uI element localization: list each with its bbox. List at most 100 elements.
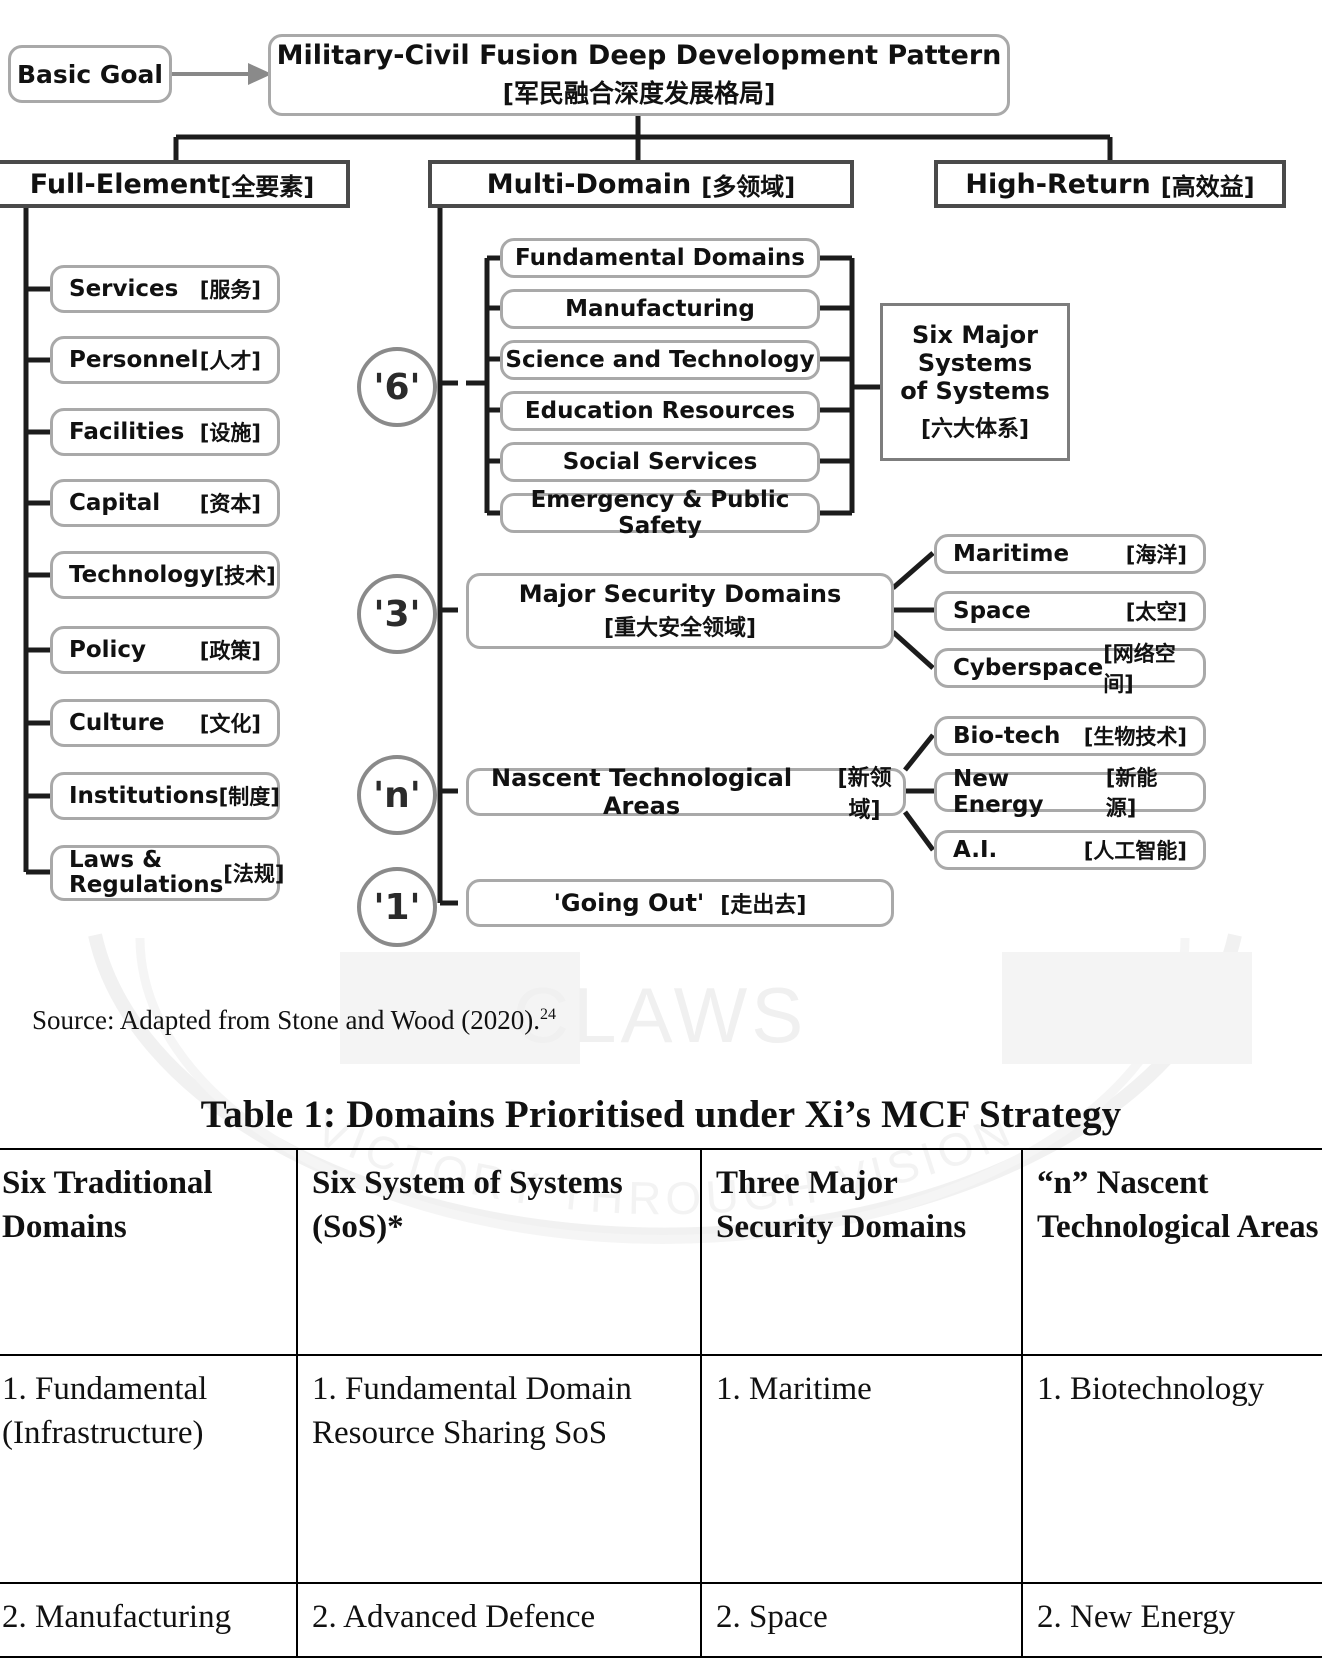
full-element-item-cn: [文化] [199,712,261,736]
nascent-areas-box: Nascent Technological Areas [新领域] [466,764,906,823]
security-child-cn: [太空] [1125,600,1187,624]
table-header-row: Six Traditional Domains Six System of Sy… [0,1148,1322,1356]
nascent-child-en: A.I. [953,837,998,863]
source-text: Source: Adapted from Stone and Wood (202… [32,1005,540,1035]
full-element-item: Policy [政策] [50,626,280,674]
security-child-cn: [网络空间] [1103,642,1176,696]
table-cell: 1. Fundamental Domain Resource Sharing S… [296,1354,702,1584]
table-cell: 2. Advanced Defence [296,1582,702,1658]
group-marker-n-label: 'n' [373,774,421,816]
full-element-item-cn: [技术] [214,564,276,588]
full-element-item: Institutions [制度] [50,772,280,820]
nascent-child-cn: [人工智能] [1083,839,1187,863]
going-out-cn: [走出去] [720,893,807,918]
full-element-item-cn: [设施] [199,421,261,445]
table-title: Table 1: Domains Prioritised under Xi’s … [200,1093,1122,1136]
domains-table: Six Traditional Domains Six System of Sy… [0,1148,1322,1658]
six-domain-item: Social Services [500,442,820,482]
table-header-cell: “n” Nascent Technological Areas [1021,1148,1322,1356]
pillar-multi-domain-cn: [多领域] [701,172,796,201]
pillar-full-element-cn: [全要素] [220,172,315,201]
nascent-child: A.I. [人工智能] [934,830,1206,870]
major-security-domains-box: Major Security Domains [重大安全领域] [466,573,894,649]
pillar-full-element: Full-Element [全要素] [0,160,350,208]
full-element-item: Services [服务] [50,265,280,313]
six-sos-line2: Systems [917,349,1033,377]
full-element-item-cn: [法规] [223,862,285,886]
full-element-item-en: Personnel [69,347,199,373]
nascent-child-en: Bio-tech [953,723,1061,749]
table-cell: 1. Maritime [700,1354,1023,1584]
six-sos-box: Six Major Systems of Systems [六大体系] [880,303,1070,461]
major-security-domains-en: Major Security Domains [518,580,842,608]
table-row: 2. Manufacturing 2. Advanced Defence 2. … [0,1582,1322,1658]
group-marker-3: '3' [357,574,437,654]
basic-goal-label: Basic Goal [16,59,164,89]
six-domain-item: Manufacturing [500,289,820,329]
source-footnote: 24 [540,1006,556,1023]
six-domain-label: Education Resources [524,398,796,424]
full-element-item-cn: [服务] [199,278,261,302]
six-sos-cn: [六大体系] [920,417,1030,442]
full-element-item-en: Institutions [69,783,219,809]
table-header-cell: Six Traditional Domains [0,1148,298,1356]
full-element-item-cn: [政策] [199,639,261,663]
six-sos-line3: of Systems [900,377,1050,405]
six-domain-item: Fundamental Domains [500,238,820,278]
group-marker-6-label: '6' [373,366,421,408]
group-marker-6: '6' [357,347,437,427]
table-cell: 1. Fundamental (Infrastructure) [0,1354,298,1584]
nascent-areas-en: Nascent Technological Areas [491,764,793,820]
pillar-multi-domain-en: Multi-Domain [486,168,692,200]
nascent-child: Bio-tech [生物技术] [934,716,1206,756]
security-child-en: Maritime [953,541,1070,567]
full-element-item-en: Technology [69,562,215,588]
table-cell: 2. Space [700,1582,1023,1658]
six-domain-label: Manufacturing [565,296,755,322]
full-element-item-en: Culture [69,710,165,736]
security-child: Cyberspace [网络空间] [934,642,1206,696]
major-security-domains-cn: [重大安全领域] [603,616,757,641]
six-domain-label: Emergency & Public Safety [530,487,790,539]
basic-goal-box: Basic Goal [8,45,172,103]
group-marker-1: '1' [357,867,437,947]
six-sos-line1: Six Major [912,321,1038,349]
group-marker-3-label: '3' [373,593,421,635]
table-row: 1. Fundamental (Infrastructure) 1. Funda… [0,1354,1322,1584]
full-element-item: Facilities [设施] [50,408,280,456]
six-domain-label: Fundamental Domains [515,245,805,271]
going-out-en: 'Going Out' [553,889,705,917]
full-element-item-en: Services [69,276,179,302]
pattern-title-box: Military-Civil Fusion Deep Development P… [268,34,1010,116]
six-domain-item: Science and Technology [500,340,820,380]
six-domain-label: Science and Technology [505,347,815,373]
table-cell: 2. New Energy [1021,1582,1322,1658]
security-child: Space [太空] [934,591,1206,631]
group-marker-n: 'n' [357,755,437,835]
security-child: Maritime [海洋] [934,534,1206,574]
full-element-item-cn: [资本] [199,492,261,516]
six-domain-item: Emergency & Public Safety [500,487,820,539]
full-element-item-cn: [人才] [199,349,261,373]
pattern-title-cn: [军民融合深度发展格局] [502,79,776,108]
nascent-child-cn: [新能源] [1105,766,1158,820]
full-element-item: Capital [资本] [50,479,280,527]
full-element-item-en: Facilities [69,419,185,445]
mcf-diagram: Basic Goal Military-Civil Fusion Deep De… [0,34,1286,947]
going-out-box: 'Going Out' [走出去] [466,879,894,927]
watermark-label: CLAWS [513,971,808,1059]
group-marker-1-label: '1' [373,886,421,928]
pillar-high-return-en: High-Return [965,168,1151,200]
full-element-item: Culture [文化] [50,699,280,747]
six-domain-label: Social Services [562,449,758,475]
pillar-multi-domain: Multi-Domain [多领域] [428,160,854,208]
pillar-high-return-cn: [高效益] [1160,172,1255,201]
pattern-title-en: Military-Civil Fusion Deep Development P… [276,40,1002,71]
full-element-item-en: Policy [69,637,147,663]
full-element-item: Technology [技术] [50,551,280,599]
six-domain-item: Education Resources [500,391,820,431]
nascent-child-cn: [生物技术] [1083,725,1187,749]
security-child-cn: [海洋] [1125,543,1187,567]
full-element-item-en: Laws & Regulations [69,847,224,898]
nascent-child: New Energy [新能源] [934,766,1206,820]
